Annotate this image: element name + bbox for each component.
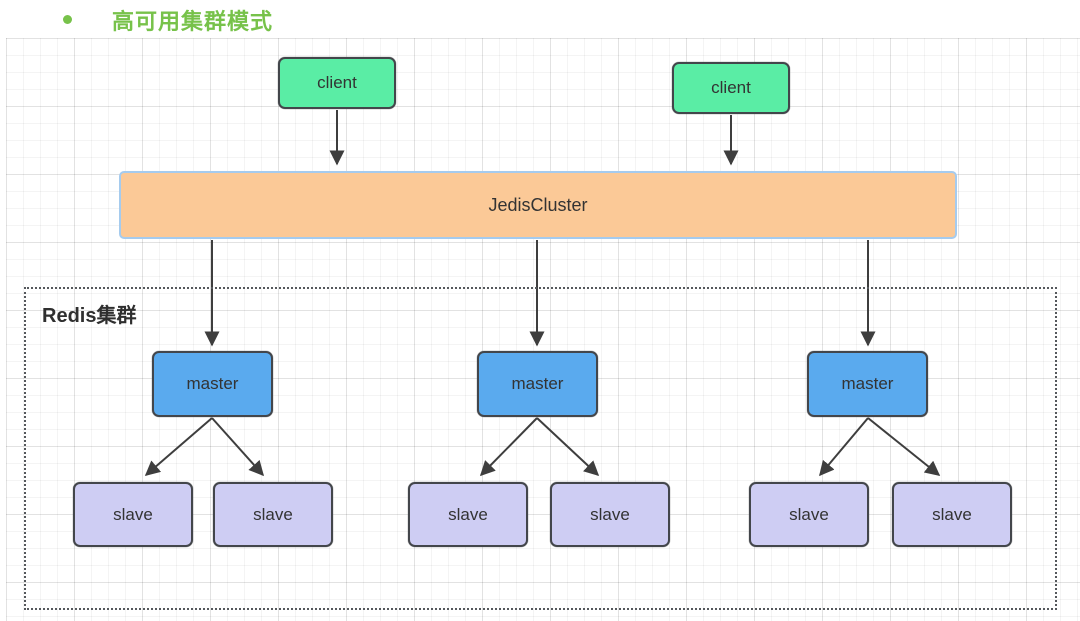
slave-node-3: slave xyxy=(408,482,528,547)
slave-node-6: slave xyxy=(892,482,1012,547)
arrow-master2-to-slave4 xyxy=(536,417,600,477)
arrow-master1-to-slave1 xyxy=(144,417,213,476)
slave-node-2: slave xyxy=(213,482,333,547)
list-bullet-icon xyxy=(63,15,72,24)
arrow-master3-to-slave5 xyxy=(819,417,869,477)
arrow-master3-to-slave6 xyxy=(867,417,941,476)
client-node-2: client xyxy=(672,62,790,114)
redis-cluster-container: Redis集群 xyxy=(24,287,1057,610)
slave-node-1: slave xyxy=(73,482,193,547)
client-node-1: client xyxy=(278,57,396,109)
arrow-master1-to-slave2 xyxy=(211,417,265,477)
page-title: 高可用集群模式 xyxy=(112,9,274,34)
jediscluster-bar: JedisCluster xyxy=(119,171,957,239)
redis-cluster-label: Redis集群 xyxy=(42,305,137,327)
master-node-2: master xyxy=(477,351,598,417)
master-node-3: master xyxy=(807,351,928,417)
master-node-1: master xyxy=(152,351,273,417)
slave-node-4: slave xyxy=(550,482,670,547)
slave-node-5: slave xyxy=(749,482,869,547)
arrow-master2-to-slave3 xyxy=(479,417,538,477)
